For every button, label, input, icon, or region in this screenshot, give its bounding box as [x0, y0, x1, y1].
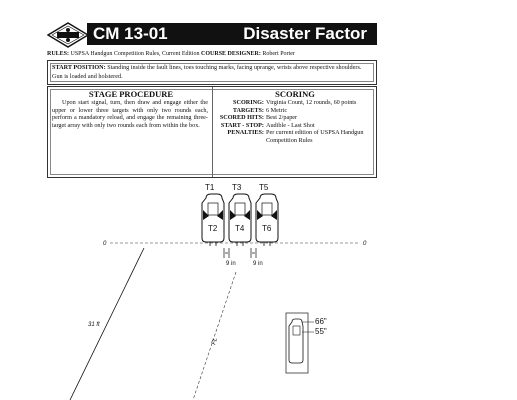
- designer-value: Robert Porter: [262, 51, 295, 57]
- rules-label: RULES:: [47, 51, 70, 57]
- fault-line-label: FL: [211, 337, 219, 346]
- target-array: [201, 193, 279, 243]
- height-reference: [285, 312, 314, 374]
- start-position-label: START POSITION:: [52, 64, 106, 71]
- stage-procedure-heading: STAGE PROCEDURE: [88, 89, 174, 99]
- stage-code: CM 13-01: [93, 24, 168, 43]
- scored-hits-value: Best 2/paper: [266, 114, 298, 122]
- height-label-66: 66": [315, 317, 327, 326]
- scoring-row: SCORING: Virginia Count, 12 rounds, 60 p…: [214, 99, 374, 107]
- scoring-row: PENALTIES: Per current edition of USPSA …: [214, 129, 374, 144]
- target-label-t3: T3: [232, 183, 242, 192]
- target-label-t2: T2: [208, 224, 218, 233]
- spacing-label-1: 9 in: [226, 261, 236, 267]
- target-label-t5: T5: [259, 183, 269, 192]
- fault-line: [192, 271, 237, 400]
- zero-label-left: 0: [103, 241, 107, 247]
- designer-label: COURSE DESIGNER:: [201, 51, 261, 57]
- scoring-row: SCORED HITS: Best 2/paper: [214, 114, 374, 122]
- target-t3-t4: [228, 193, 252, 243]
- stage-procedure-text: Upon start signal, turn, then draw and e…: [52, 99, 208, 130]
- start-position-box: START POSITION: Standing inside the faul…: [47, 60, 377, 85]
- scoring-value: Virginia Count, 12 rounds, 60 points: [266, 99, 357, 106]
- title-bar: CM 13-01 Disaster Factor: [87, 23, 377, 45]
- column-divider: [212, 87, 213, 177]
- hardcover-marks: [203, 210, 277, 220]
- uspsa-logo-icon: [46, 22, 90, 48]
- penalties-key: PENALTIES:: [227, 129, 264, 137]
- target-label-t4: T4: [235, 224, 245, 233]
- penalties-value: Per current edition of USPSA Handgun Com…: [266, 129, 364, 144]
- start-position-value: Standing inside the fault lines, toes to…: [52, 64, 362, 80]
- target-t1-t2: [201, 193, 225, 243]
- target-t5-t6: [255, 193, 279, 243]
- spacing-label-2: 9 in: [253, 261, 263, 267]
- zero-label-right: 0: [363, 241, 367, 247]
- procedure-scoring-box: STAGE PROCEDURE Upon start signal, turn,…: [47, 86, 377, 178]
- target-label-t1: T1: [205, 183, 215, 192]
- distance-label: 31 ft: [88, 322, 100, 328]
- scoring-row: TARGETS: 6 Metric: [214, 107, 374, 115]
- rules-value: USPSA Handgun Competition Rules, Current…: [70, 51, 200, 57]
- start-position-text: START POSITION: Standing inside the faul…: [52, 64, 368, 81]
- scoring-key: SCORING:: [233, 99, 264, 106]
- stage-name: Disaster Factor: [243, 24, 367, 43]
- target-label-t6: T6: [262, 224, 272, 233]
- scored-hits-key: SCORED HITS:: [219, 114, 264, 122]
- rules-line: RULES: USPSA Handgun Competition Rules, …: [47, 51, 295, 57]
- start-stop-key: START - STOP:: [220, 121, 264, 129]
- start-stop-value: Audible - Last Shot: [266, 121, 315, 129]
- height-label-55: 55": [315, 327, 327, 336]
- targets-key: TARGETS:: [232, 106, 264, 114]
- distance-line: [69, 247, 145, 400]
- scoring-list: SCORING: Virginia Count, 12 rounds, 60 p…: [214, 99, 374, 145]
- targets-value: 6 Metric: [266, 106, 288, 114]
- scoring-heading: SCORING: [275, 89, 315, 99]
- scoring-row: START - STOP: Audible - Last Shot: [214, 122, 374, 130]
